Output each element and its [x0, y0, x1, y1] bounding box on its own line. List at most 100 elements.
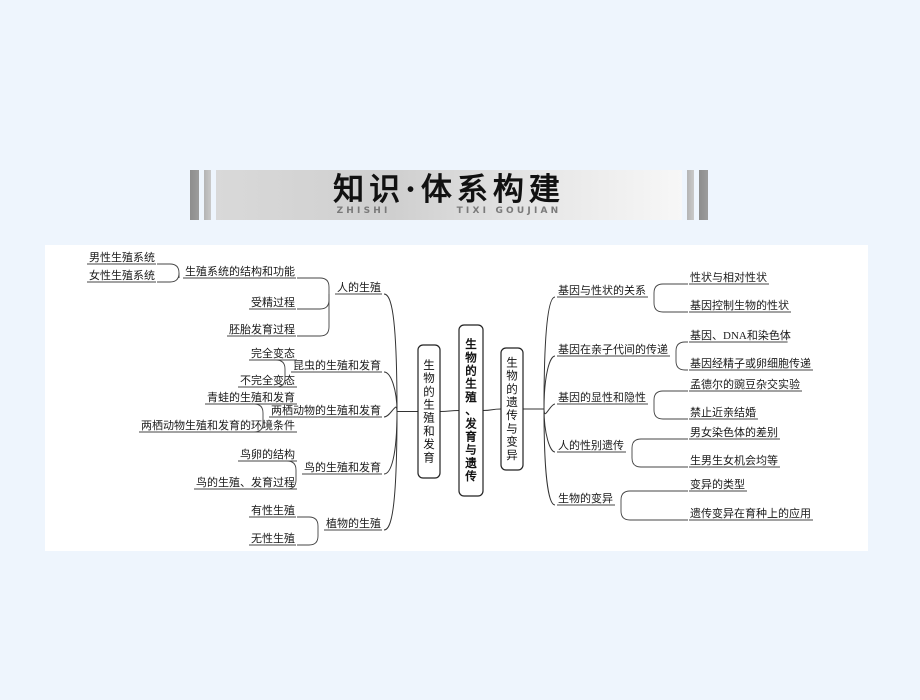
- svg-text:发: 发: [423, 437, 435, 451]
- right-child-label: 男女染色体的差别: [690, 425, 778, 439]
- banner-right-thick-bar: [699, 170, 708, 220]
- brace-arm: [675, 356, 688, 371]
- center-node-right: [500, 347, 524, 471]
- svg-text:育: 育: [465, 430, 477, 444]
- connector-middle-to-right: [482, 408, 502, 411]
- brace-arm: [297, 277, 330, 294]
- brace-arm: [275, 359, 297, 372]
- right-group-arm: [543, 403, 556, 415]
- left-sub-label: 男性生殖系统: [89, 250, 155, 264]
- brace-arm: [631, 452, 688, 468]
- right-parent-label: 基因在亲子代间的传递: [558, 342, 668, 356]
- left-parent-label: 植物的生殖: [326, 516, 381, 530]
- brace-arm: [157, 272, 180, 283]
- brace-arm: [620, 505, 688, 521]
- svg-text:异: 异: [506, 449, 518, 462]
- center-node-left: [417, 344, 441, 479]
- brace-arm: [675, 341, 688, 356]
- svg-text:殖: 殖: [464, 390, 477, 404]
- brace-arm: [653, 404, 688, 420]
- mindmap-svg: 生殖系统的结构和功能男性生殖系统女性生殖系统受精过程胚胎发育过程人的生殖完全变态…: [87, 250, 813, 546]
- left-child-label: 鸟卵的结构: [240, 447, 295, 461]
- left-parent-label: 昆虫的生殖和发育: [293, 358, 381, 372]
- brace-arm: [297, 294, 330, 337]
- brace-arm: [275, 372, 297, 388]
- right-parent-label: 基因的显性和隐性: [558, 390, 646, 404]
- svg-text:物: 物: [423, 371, 435, 385]
- right-group-arm: [543, 355, 556, 410]
- left-child-label: 有性生殖: [251, 503, 295, 517]
- brace-arm: [297, 530, 319, 546]
- left-group-arm: [383, 411, 398, 475]
- banner-pinyin: ZHISHI TIXI GOUJIAN: [190, 206, 708, 216]
- brace-arm: [297, 516, 319, 530]
- brace-arm: [253, 417, 297, 433]
- right-parent-label: 人的性别遗传: [558, 438, 624, 452]
- svg-text:物: 物: [465, 350, 477, 364]
- svg-text:、: 、: [465, 405, 477, 417]
- right-child-label: 遗传变异在育种上的应用: [690, 506, 811, 520]
- brace-arm: [286, 474, 297, 490]
- brace-arm: [653, 297, 688, 313]
- left-child-label: 受精过程: [251, 296, 295, 309]
- svg-text:的: 的: [423, 384, 435, 398]
- banner-pinyin-left: ZHISHI: [336, 206, 391, 216]
- left-child-label: 完全变态: [251, 346, 295, 360]
- right-child-label: 生男生女机会均等: [690, 453, 778, 467]
- brace-arm: [653, 283, 688, 297]
- brace-arm: [631, 438, 688, 452]
- banner-gradient-panel: [216, 170, 682, 220]
- left-group-arm: [383, 371, 398, 412]
- right-child-label: 变异的类型: [690, 477, 745, 491]
- svg-text:发: 发: [464, 416, 477, 430]
- brace-arm: [297, 294, 330, 310]
- right-parent-label: 生物的变异: [558, 491, 613, 505]
- mindmap-panel: 生殖系统的结构和功能男性生殖系统女性生殖系统受精过程胚胎发育过程人的生殖完全变态…: [45, 245, 868, 551]
- right-child-label: 基因控制生物的性状: [690, 298, 789, 312]
- svg-text:物: 物: [506, 369, 518, 383]
- left-child-label: 青蛙的生殖和发育: [207, 390, 295, 404]
- left-group-arm: [383, 293, 398, 412]
- svg-text:与: 与: [506, 422, 518, 435]
- svg-text:遗: 遗: [464, 456, 477, 470]
- left-child-label: 无性生殖: [251, 531, 295, 545]
- svg-text:生: 生: [423, 398, 435, 412]
- svg-text:殖: 殖: [423, 411, 435, 425]
- connector-left-to-middle: [439, 410, 460, 412]
- right-child-label: 禁止近亲结婚: [690, 405, 756, 419]
- banner-title: 知识·体系构建: [333, 172, 565, 208]
- svg-text:与: 与: [465, 444, 477, 457]
- right-child-label: 基因、DNA和染色体: [690, 328, 791, 342]
- banner-left-thin-bar: [204, 170, 211, 220]
- section-header-banner: 知识·体系构建 ZHISHI TIXI GOUJIAN: [190, 170, 708, 220]
- brace-arm: [653, 390, 688, 404]
- banner-pinyin-right: TIXI GOUJIAN: [456, 206, 562, 216]
- svg-text:生: 生: [465, 337, 477, 351]
- svg-text:生: 生: [423, 358, 435, 372]
- right-parent-label: 基因与性状的关系: [558, 283, 646, 297]
- left-child-label: 胚胎发育过程: [229, 322, 295, 336]
- svg-text:和: 和: [423, 425, 435, 438]
- svg-text:的: 的: [465, 364, 477, 378]
- banner-right-thin-bar: [687, 170, 694, 220]
- left-group-arm: [383, 411, 398, 531]
- right-group-arm: [543, 408, 556, 506]
- banner-left-thick-bar: [190, 170, 199, 220]
- left-parent-label: 鸟的生殖和发育: [304, 460, 381, 474]
- svg-text:遗: 遗: [506, 395, 518, 409]
- svg-text:传: 传: [464, 469, 477, 483]
- svg-text:变: 变: [506, 435, 518, 449]
- svg-text:传: 传: [506, 408, 518, 422]
- right-child-label: 孟德尔的豌豆杂交实验: [690, 377, 800, 391]
- brace-arm: [157, 263, 180, 278]
- left-sub-label: 女性生殖系统: [89, 268, 155, 282]
- brace-arm: [620, 490, 688, 505]
- right-group-arm: [543, 408, 556, 453]
- svg-text:育: 育: [423, 450, 435, 464]
- left-parent-label: 两栖动物的生殖和发育: [271, 403, 381, 417]
- right-child-label: 基因经精子或卵细胞传递: [690, 356, 811, 370]
- brace-arm: [286, 460, 297, 474]
